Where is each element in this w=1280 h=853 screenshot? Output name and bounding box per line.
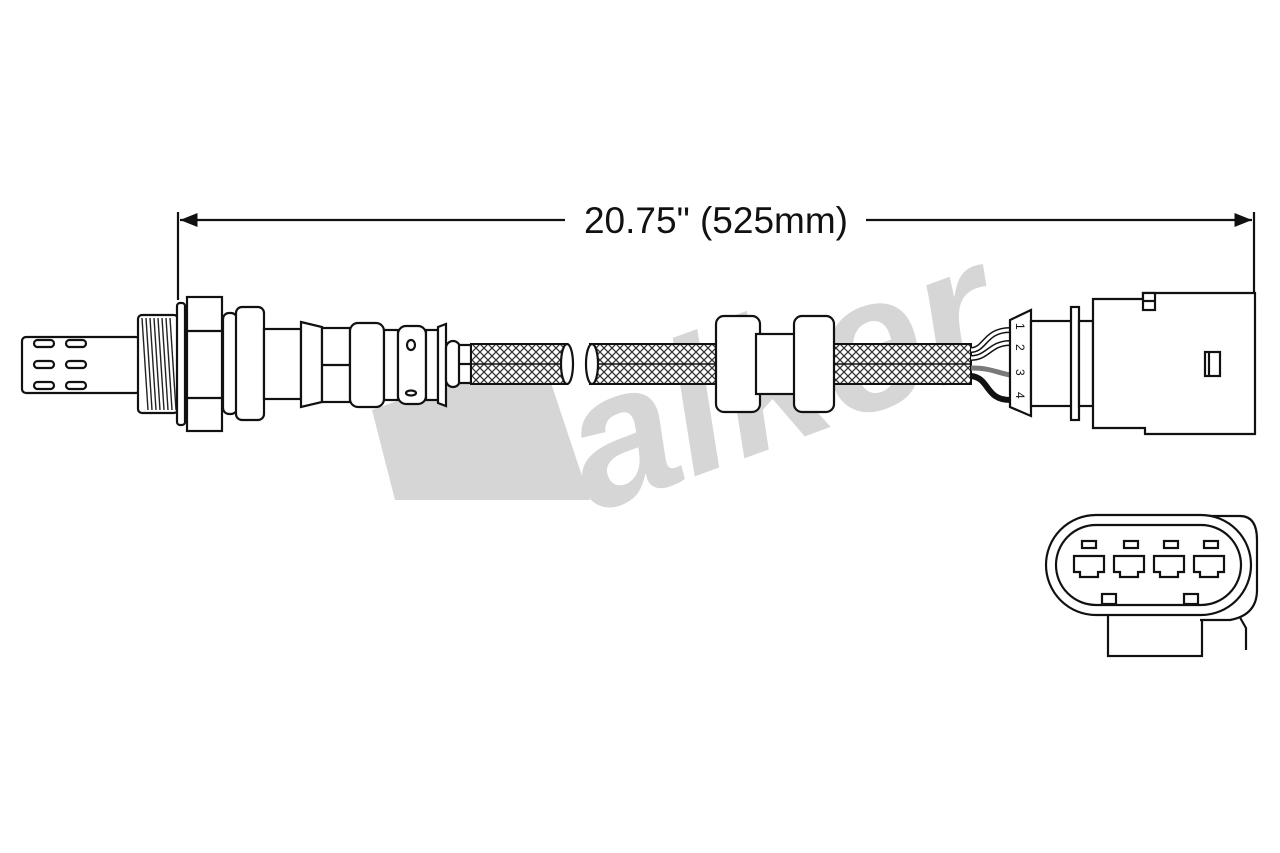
sensor-probe-tip [20,335,142,395]
sensor-body [299,320,473,409]
dimension-line: 20.75" (525mm) [176,200,1256,300]
braided-cable [470,342,972,386]
dimension-label: 20.75" (525mm) [584,200,848,241]
connector-side-view: 1 2 3 4 [1008,291,1257,436]
pin-label-1: 1 [1013,323,1027,330]
sensor-hex-nut [185,295,303,433]
sensor-thread [136,301,187,427]
pin-label-2: 2 [1013,344,1027,351]
connector-end-view [1044,513,1259,658]
cable-grommet [714,314,836,414]
pin-label-3: 3 [1013,369,1027,376]
pin-label-4: 4 [1013,392,1027,399]
connector-wires [970,327,1011,403]
